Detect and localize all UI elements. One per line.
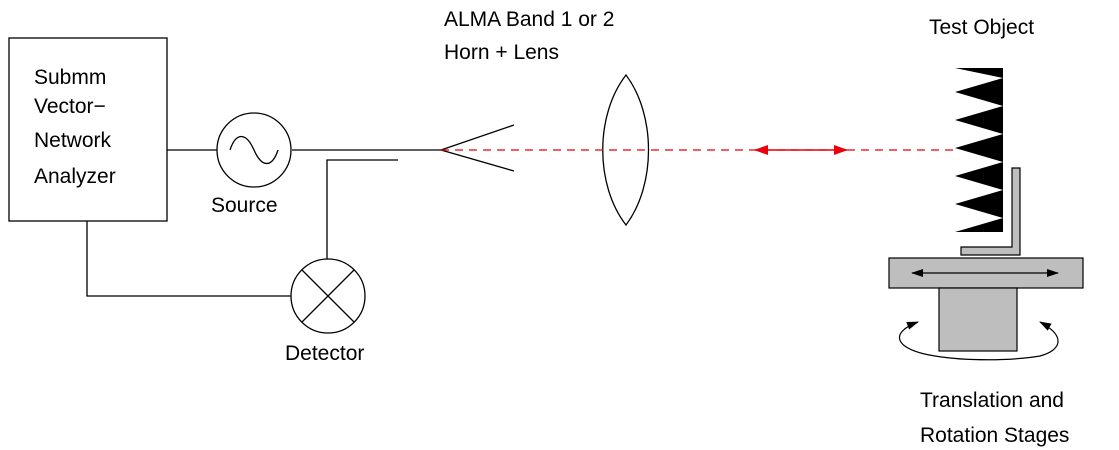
rotation-block: [938, 287, 1018, 352]
absorber: [955, 68, 1003, 232]
sine-wave-icon: [229, 135, 279, 165]
stages-label-line-1: Translation and: [920, 389, 1064, 412]
analyzer-box: [8, 37, 168, 222]
coupler-wire: [326, 159, 398, 272]
test-object-label: Test Object: [929, 16, 1034, 39]
analyzer-label-line-4: Analyzer: [34, 165, 116, 188]
analyzer-label-line-3: Network: [34, 129, 112, 152]
detector-label: Detector: [285, 342, 364, 365]
stages-label-line-2: Rotation Stages: [920, 424, 1069, 447]
translation-stage: [888, 257, 1084, 289]
horn-lens-label-line-2: Horn + Lens: [444, 41, 559, 64]
analyzer-label-line-1: Submm: [34, 66, 106, 89]
horn-lens-label-line-1: ALMA Band 1 or 2: [444, 8, 614, 31]
rotation-stage: [898, 287, 1059, 361]
lens: [602, 73, 650, 227]
horn-antenna: [440, 124, 515, 172]
detector: Detector: [285, 258, 366, 365]
mount-bracket: [960, 167, 1021, 256]
source: Source: [211, 112, 292, 217]
analyzer-label-line-2: Vector−: [34, 95, 106, 118]
source-label: Source: [211, 194, 278, 217]
analyzer-to-detector-wire: [86, 221, 291, 297]
cross-icon: [301, 269, 355, 323]
signal-wiring: [86, 149, 441, 297]
network-analyzer: Submm Vector− Network Analyzer: [8, 37, 168, 222]
rotation-arrow: [898, 321, 1059, 361]
